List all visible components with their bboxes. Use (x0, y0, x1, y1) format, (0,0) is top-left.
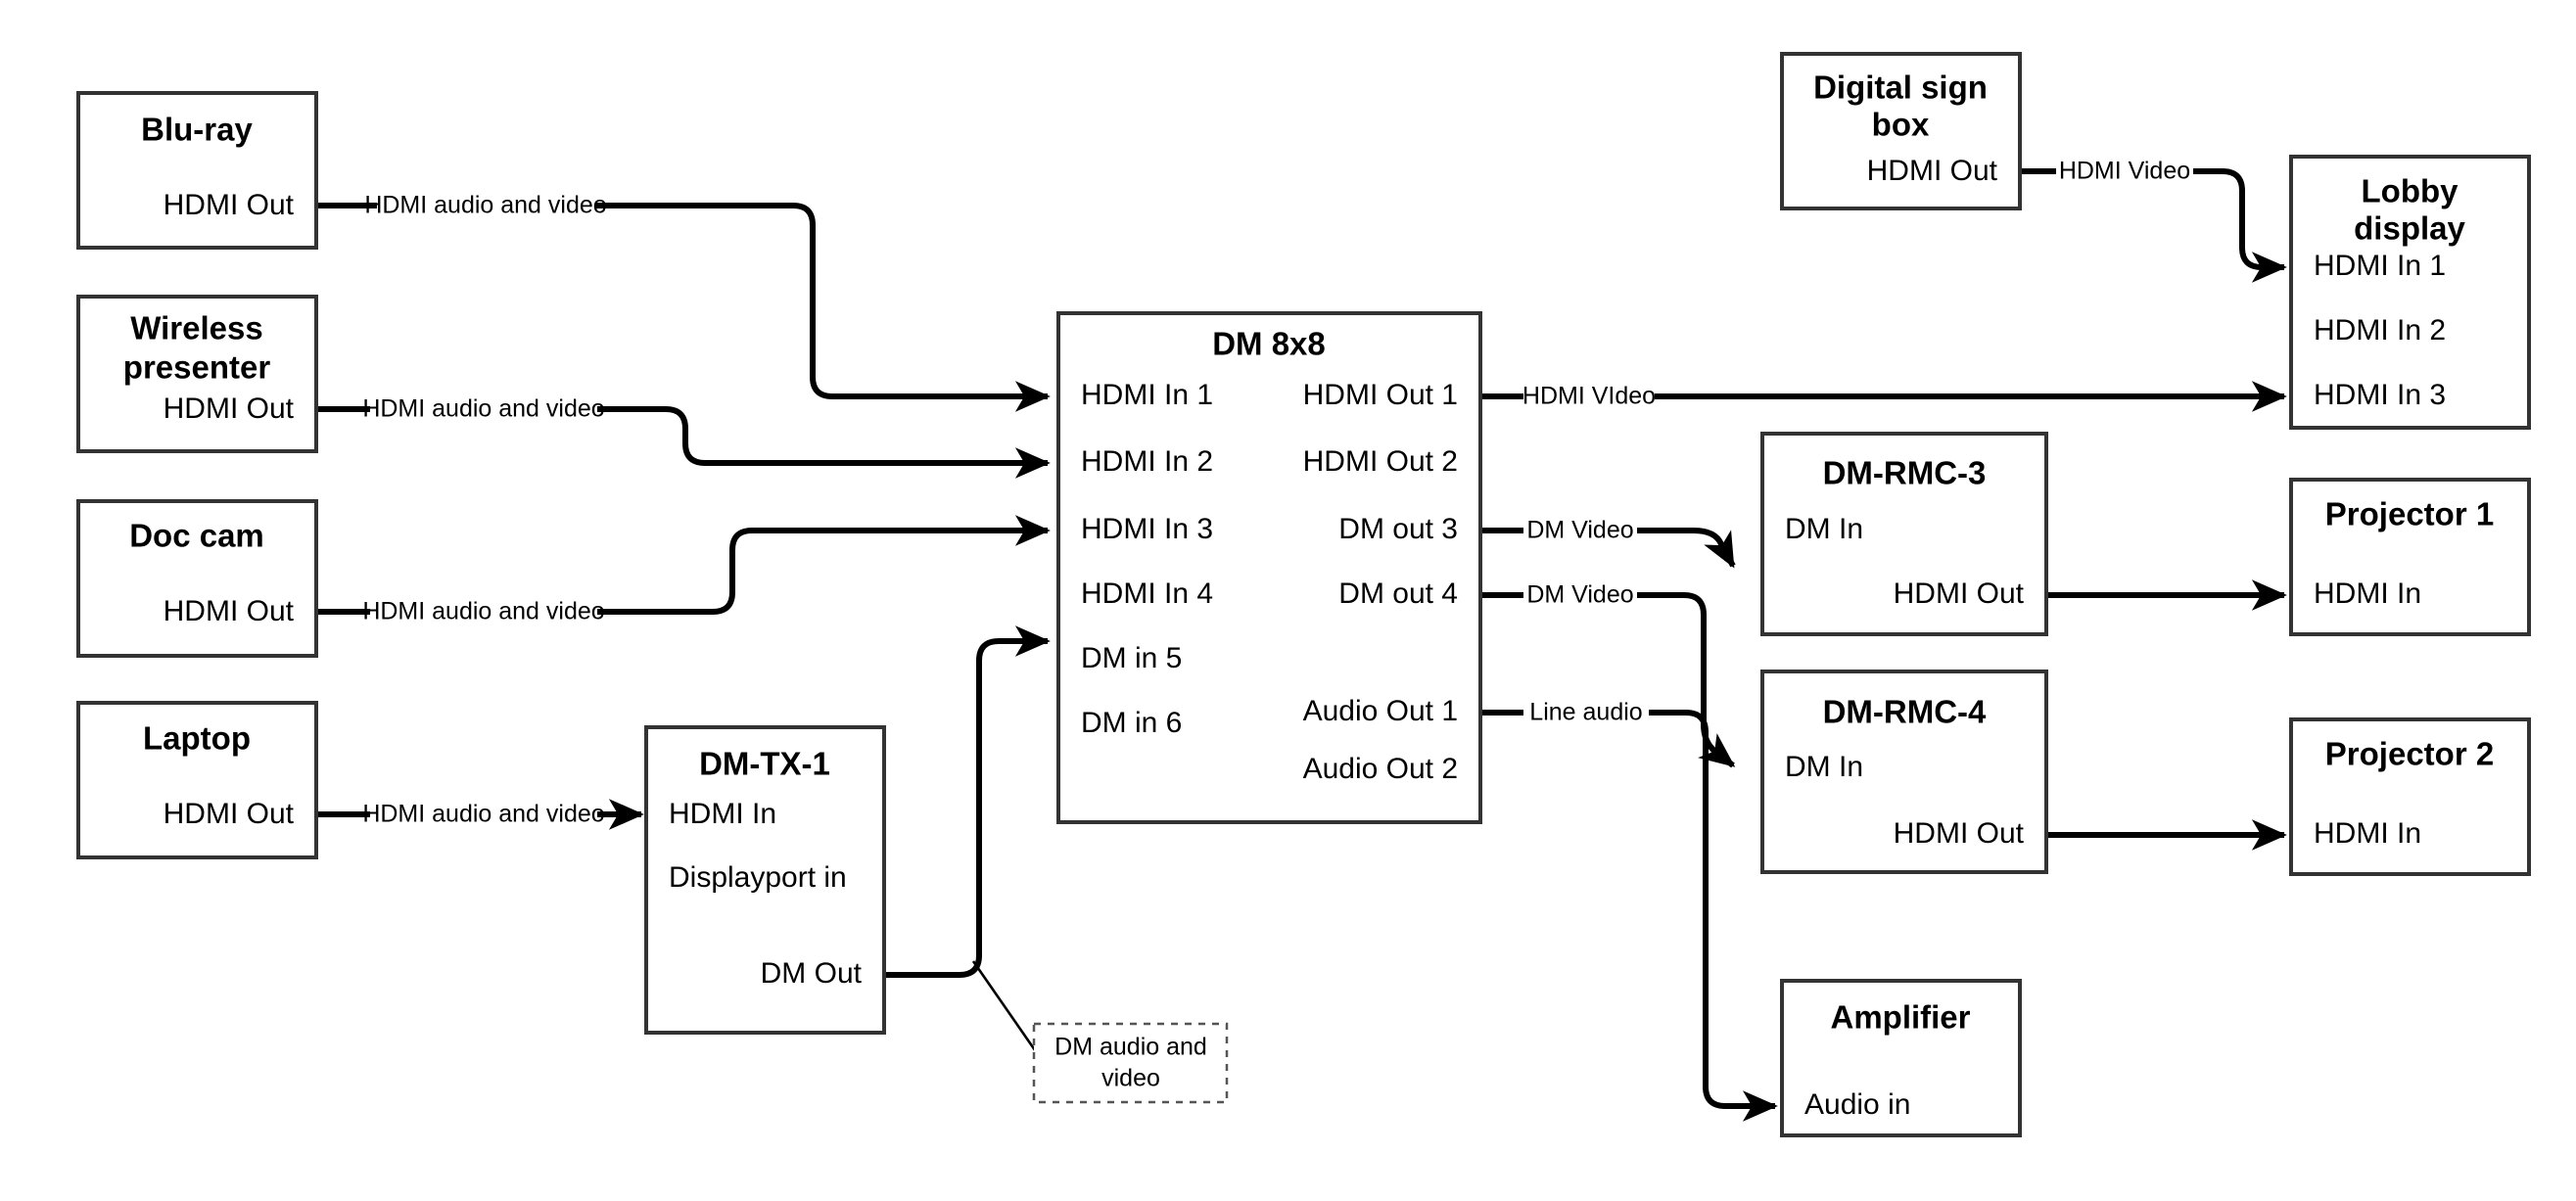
edge-dmtx1-to-dm8x8-dm-in-5 (884, 625, 1051, 978)
dm-rmc-4-port-dm-in: DM In (1785, 751, 1863, 783)
bluray-title: Blu-ray (141, 112, 253, 148)
dm-rmc-4-port-hdmi-out: HDMI Out (1894, 817, 2025, 850)
projector-1-box[interactable] (2289, 478, 2531, 636)
dm-tx-1-title: DM-TX-1 (699, 746, 830, 782)
edge-dm8x8-dm-out-3-to-rmc3: DM Video (1480, 517, 1736, 569)
dm-tx-1-box[interactable] (644, 725, 886, 1035)
amplifier-title: Amplifier (1830, 999, 1970, 1036)
node-laptop[interactable]: Laptop HDMI Out (76, 701, 318, 859)
edge-label-laptop: HDMI audio and video (362, 801, 604, 828)
digital-sign-title-line2: box (1872, 107, 1930, 143)
dm-rmc-4-title: DM-RMC-4 (1823, 694, 1987, 730)
edge-label-dm-to-rmc4: DM Video (1526, 581, 1633, 609)
node-projector-2[interactable]: Projector 2 HDMI In (2289, 717, 2531, 876)
node-doc-cam[interactable]: Doc cam HDMI Out (76, 499, 318, 658)
lobby-display-title-line2: display (2354, 210, 2465, 247)
node-bluray[interactable]: Blu-ray HDMI Out (76, 91, 318, 250)
laptop-port-hdmi-out: HDMI Out (164, 798, 295, 830)
dm-tx-1-port-displayport-in: Displayport in (669, 861, 847, 894)
laptop-title: Laptop (143, 720, 251, 757)
note-box (1032, 1022, 1229, 1104)
edge-dm8x8-audio-out-1-to-amplifier: Line audio (1480, 699, 1778, 1122)
dm-8x8-input-hdmi-in-1: HDMI In 1 (1081, 379, 1213, 411)
laptop-box[interactable] (76, 701, 318, 859)
projector-2-title: Projector 2 (2325, 736, 2494, 772)
digital-sign-box[interactable] (1780, 52, 2022, 210)
bluray-port-hdmi-out: HDMI Out (164, 189, 295, 221)
lobby-display-title-line1: Lobby (2362, 173, 2459, 209)
node-lobby-display[interactable]: Lobby display HDMI In 1 HDMI In 2 HDMI I… (2289, 155, 2531, 430)
projector-2-box[interactable] (2289, 717, 2531, 876)
dm-8x8-input-hdmi-in-3: HDMI In 3 (1081, 513, 1213, 545)
lobby-display-input-hdmi-in-3: HDMI In 3 (2314, 379, 2446, 411)
dm-8x8-input-hdmi-in-2: HDMI In 2 (1081, 445, 1213, 478)
edge-label-sign-to-lobby: HDMI Video (2059, 158, 2190, 185)
node-projector-1[interactable]: Projector 1 HDMI In (2289, 478, 2531, 636)
note-leader-line (971, 960, 1044, 1061)
dm-rmc-3-box[interactable] (1760, 432, 2048, 636)
doc-cam-box[interactable] (76, 499, 318, 658)
note-line1: DM audio and (1054, 1034, 1207, 1061)
dm-tx-1-port-hdmi-in: HDMI In (669, 798, 776, 830)
edge-label-dm-to-lobby: HDMI VIdeo (1522, 383, 1656, 410)
projector-1-port-hdmi-in: HDMI In (2314, 577, 2421, 610)
note-line2: video (1101, 1065, 1160, 1092)
dm-8x8-input-dm-in-5: DM in 5 (1081, 642, 1182, 674)
wireless-presenter-title-line2: presenter (123, 349, 271, 386)
dm-rmc-3-port-hdmi-out: HDMI Out (1894, 577, 2025, 610)
edge-wireless-to-dm8x8-hdmi-in-2: HDMI audio and video (316, 395, 1051, 479)
dm-tx-1-port-dm-out: DM Out (761, 957, 863, 990)
digital-sign-port-hdmi-out: HDMI Out (1867, 155, 1998, 187)
dm-8x8-output-hdmi-out-1: HDMI Out 1 (1303, 379, 1458, 411)
projector-2-port-hdmi-in: HDMI In (2314, 817, 2421, 850)
edge-dm8x8-hdmi-out-1-to-lobby-hdmi-in-3: HDMI VIdeo (1480, 381, 2287, 412)
edge-label-dm-to-amp: Line audio (1529, 699, 1642, 726)
dm-8x8-output-audio-out-1: Audio Out 1 (1303, 695, 1458, 727)
lobby-display-input-hdmi-in-2: HDMI In 2 (2314, 314, 2446, 346)
node-wireless-presenter[interactable]: Wireless presenter HDMI Out (76, 295, 318, 453)
lobby-display-input-hdmi-in-1: HDMI In 1 (2314, 250, 2446, 282)
wireless-presenter-box[interactable] (76, 295, 318, 453)
dm-rmc-3-port-dm-in: DM In (1785, 513, 1863, 545)
dm-rmc-4-box[interactable] (1760, 670, 2048, 874)
dm-rmc-3-title: DM-RMC-3 (1823, 455, 1987, 491)
wireless-presenter-port-hdmi-out: HDMI Out (164, 393, 295, 425)
node-dm-rmc-3[interactable]: DM-RMC-3 DM In HDMI Out (1760, 432, 2048, 636)
lobby-display-box[interactable] (2289, 155, 2531, 430)
bluray-box[interactable] (76, 91, 318, 250)
dm-8x8-output-dm-out-3: DM out 3 (1338, 513, 1458, 545)
edge-label-dm-to-rmc3: DM Video (1526, 517, 1633, 544)
edge-label-wireless: HDMI audio and video (362, 395, 604, 423)
dm-8x8-output-audio-out-2: Audio Out 2 (1303, 753, 1458, 785)
dm-8x8-input-dm-in-6: DM in 6 (1081, 707, 1182, 739)
doc-cam-port-hdmi-out: HDMI Out (164, 595, 295, 627)
edge-laptop-to-dmtx1: HDMI audio and video (316, 799, 644, 830)
edge-label-doccam: HDMI audio and video (362, 598, 604, 625)
node-dm-rmc-4[interactable]: DM-RMC-4 DM In HDMI Out (1760, 670, 2048, 874)
edge-digitalsign-to-lobby-hdmi-in-1: HDMI Video (2020, 158, 2287, 283)
amplifier-box[interactable] (1780, 979, 2022, 1137)
dm-8x8-box[interactable] (1056, 311, 1482, 824)
doc-cam-title: Doc cam (129, 518, 264, 554)
dm-8x8-output-dm-out-4: DM out 4 (1338, 577, 1458, 610)
node-dm-8x8[interactable]: DM 8x8 HDMI In 1 HDMI In 2 HDMI In 3 HDM… (1056, 311, 1482, 824)
amplifier-port-audio-in: Audio in (1804, 1088, 1910, 1121)
node-digital-sign-box[interactable]: Digital sign box HDMI Out (1780, 52, 2022, 210)
wireless-presenter-title-line1: Wireless (130, 310, 262, 346)
dm-8x8-output-hdmi-out-2: HDMI Out 2 (1303, 445, 1458, 478)
digital-sign-title-line1: Digital sign (1813, 69, 1988, 106)
projector-1-title: Projector 1 (2325, 496, 2494, 532)
dm-8x8-title: DM 8x8 (1212, 326, 1326, 362)
edge-bluray-to-dm8x8-hdmi-in-1: HDMI audio and video (316, 192, 1051, 412)
node-dm-tx-1[interactable]: DM-TX-1 HDMI In Displayport in DM Out (644, 725, 886, 1035)
node-amplifier[interactable]: Amplifier Audio in (1780, 979, 2022, 1137)
edge-doccam-to-dm8x8-hdmi-in-3: HDMI audio and video (316, 515, 1051, 625)
edge-dm8x8-dm-out-4-to-rmc4: DM Video (1480, 581, 1736, 768)
note-dm-audio-and-video: DM audio and video (1032, 1022, 1229, 1104)
dm-8x8-input-hdmi-in-4: HDMI In 4 (1081, 577, 1213, 610)
edge-label-bluray: HDMI audio and video (364, 192, 606, 219)
